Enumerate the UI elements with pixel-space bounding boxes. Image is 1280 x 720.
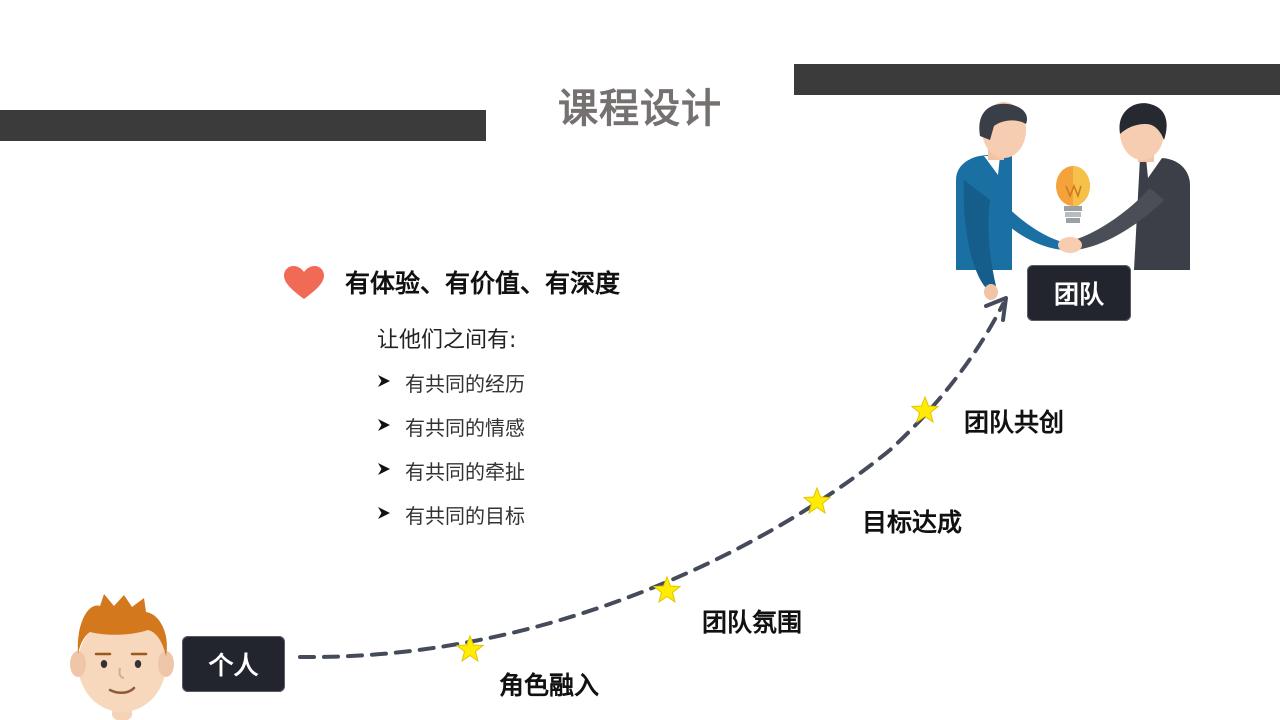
list-item: 有共同的情感 [377,412,525,456]
headline: 有体验、有价值、有深度 [345,269,621,298]
boy-avatar-illustration [70,594,174,720]
bullet-text: 有共同的目标 [405,504,525,528]
bullet-list: 有共同的经历 有共同的情感 有共同的牵扯 有共同的目标 [377,368,525,544]
header-bar-left [0,110,486,141]
star-icon [802,486,832,515]
star-icon [455,634,485,663]
list-item: 有共同的目标 [377,500,525,544]
bullet-text: 有共同的经历 [405,372,525,396]
team-tag: 团队 [1027,265,1131,321]
bullet-text: 有共同的牵扯 [405,460,525,484]
list-item: 有共同的牵扯 [377,456,525,500]
dashed-path-line [298,302,1005,660]
bullet-text: 有共同的情感 [405,416,525,440]
path-arrowhead-icon [984,296,1008,322]
stage-label-goal: 目标达成 [862,508,963,537]
header-bar-right [794,64,1280,95]
list-item: 有共同的经历 [377,368,525,412]
stage-label-atmosphere: 团队氛围 [702,608,803,637]
heart-icon [284,266,324,299]
intro-text: 让他们之间有: [377,328,517,353]
handshake-lightbulb-illustration [956,102,1190,300]
star-icon [910,395,940,424]
arrow-bullet-icon [378,419,390,431]
arrow-bullet-icon [378,507,390,519]
arrow-bullet-icon [378,463,390,475]
star-icon [652,575,682,604]
individual-tag: 个人 [182,636,285,692]
arrow-bullet-icon [378,375,390,387]
stage-label-cocreate: 团队共创 [964,408,1065,437]
page-title: 课程设计 [558,86,722,132]
stage-label-role: 角色融入 [499,671,600,700]
